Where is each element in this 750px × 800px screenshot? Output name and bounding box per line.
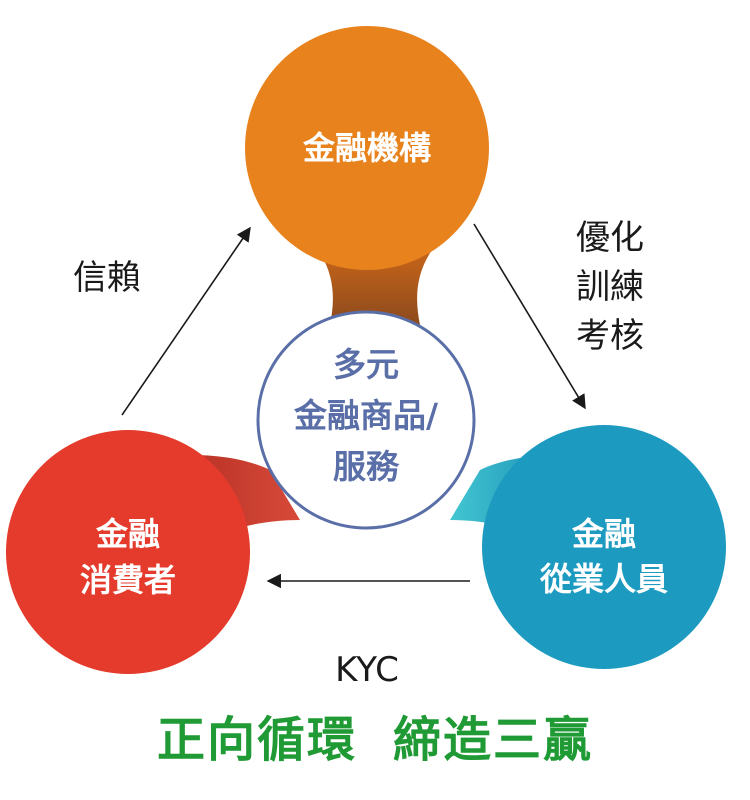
connector-top [318,250,432,325]
center-label-line3: 服務 [333,447,400,486]
edge-label-assessment: 考核 [576,316,644,356]
footer-slogan-part1: 正向循環 [156,712,357,768]
node-financial-consumer-label-line1: 金融 [95,515,160,553]
edge-label-training: 訓練 [576,267,644,307]
node-financial-consumer-label-line2: 消費者 [80,561,176,599]
node-financial-practitioner [482,425,726,669]
edge-label-trust: 信賴 [73,258,141,298]
node-financial-consumer [6,430,250,674]
footer-slogan-part2: 締造三贏 [393,712,594,768]
node-center-products [256,310,476,530]
edge-label-kyc: KYC [335,650,399,690]
node-financial-practitioner-label-line2: 從業人員 [539,560,668,598]
center-label-line1: 多元 [333,345,399,384]
edge-label-optimize: 優化 [576,218,644,258]
node-financial-institution [245,26,489,270]
node-financial-institution-label: 金融機構 [302,129,431,167]
arrow-consumer-to-institution [121,226,251,416]
footer-slogan: 正向循環締造三贏 [0,700,750,770]
node-financial-practitioner-label-line1: 金融 [571,515,636,553]
arrow-institution-to-practitioner [473,223,586,410]
center-label-line2: 金融商品/ [293,396,439,435]
